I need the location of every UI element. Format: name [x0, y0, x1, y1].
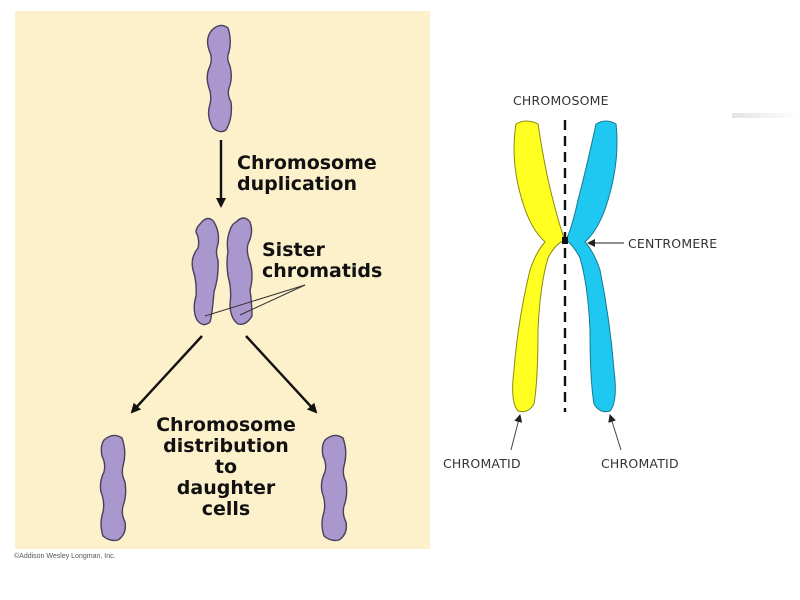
chromatid-right-pointer	[608, 414, 622, 451]
daughter-chromosome-right	[320, 434, 348, 542]
chromatid-left-yellow	[512, 120, 566, 413]
decorative-gradient-line	[732, 113, 800, 118]
sister-chromatid-left	[191, 217, 220, 326]
label-sister-line2: chromatids	[262, 260, 383, 282]
label-distribution-line4: daughter	[176, 477, 276, 499]
chromatid-right-cyan	[565, 120, 618, 413]
label-duplication-line1: Chromosome	[237, 152, 377, 174]
label-distribution-line2: distribution	[163, 435, 289, 457]
label-sister-chromatids: Sister chromatids	[262, 240, 382, 282]
copyright-credit: ©Addison Wesley Longman, Inc.	[14, 553, 116, 560]
sister-pointer-line-1	[204, 284, 306, 317]
label-chromosome: CHROMOSOME	[513, 93, 609, 108]
label-distribution-line3: to	[214, 456, 238, 478]
label-centromere: CENTROMERE	[628, 236, 718, 251]
chromatid-left-pointer	[510, 414, 523, 451]
label-sister-line1: Sister	[262, 239, 325, 261]
label-duplication: Chromosome duplication	[237, 153, 377, 195]
daughter-chromosome-left	[99, 434, 127, 542]
label-distribution: Chromosome distribution to daughter cell…	[136, 415, 316, 520]
centromere-mark	[562, 237, 568, 244]
label-distribution-line1: Chromosome	[156, 414, 296, 436]
sister-pointer-line-2	[239, 284, 306, 316]
sister-chromatid-right	[226, 217, 253, 326]
label-chromatid-left: CHROMATID	[443, 456, 521, 471]
distribution-arrow-right	[245, 335, 318, 414]
single-chromosome-top	[206, 24, 233, 133]
label-distribution-line5: cells	[201, 498, 251, 520]
distribution-arrow-left	[130, 335, 203, 414]
label-duplication-line2: duplication	[237, 173, 358, 195]
label-chromatid-right: CHROMATID	[601, 456, 679, 471]
